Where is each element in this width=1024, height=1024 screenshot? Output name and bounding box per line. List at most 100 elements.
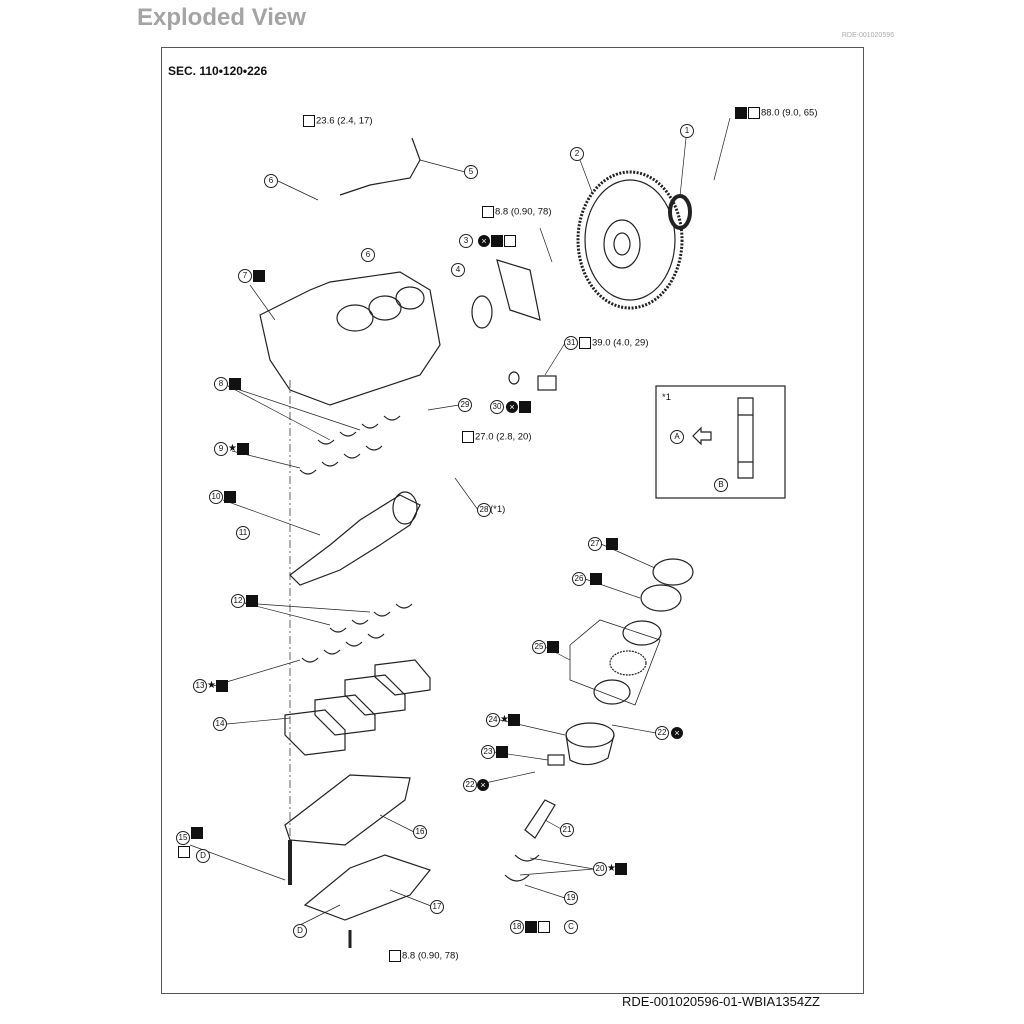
page-title: Exploded View [137,4,306,31]
callout-6: 6 [361,248,375,262]
callout-15: 15 [176,831,190,845]
lubricate-icon [191,827,203,839]
callout-16: 16 [413,825,427,839]
symbol-group [525,921,551,933]
callout-23: 23 [481,745,495,759]
star-icon: ★ [207,680,216,691]
symbol-group [496,746,509,758]
do-not-reuse-icon: × [506,401,518,413]
arrow-icon [692,426,712,446]
lubricate-icon [491,235,503,247]
reference-note: (*1) [490,504,506,515]
symbol-group [606,538,619,550]
lubricate-icon [606,538,618,550]
callout-28: 28 [477,503,491,517]
callout-5: 5 [464,165,478,179]
torque-spec: 23.6 (2.4, 17) [303,115,373,127]
callout-1: 1 [680,124,694,138]
symbol-group [191,827,204,839]
main-bearings [299,415,413,663]
torque-wrench-icon [748,107,760,119]
figure-id: RDE-001020596-01-WBIA1354ZZ [622,994,820,1009]
symbol-group [229,378,242,390]
torque-wrench-icon [482,206,494,218]
callout-25: 25 [532,640,546,654]
mark-c: C [564,920,578,934]
lubricate-icon [590,573,602,585]
callout-7: 7 [238,269,252,283]
oil-icon [735,107,747,119]
callout-11: 11 [236,526,250,540]
torque-wrench-icon [178,846,190,858]
lubricate-icon [508,714,520,726]
symbol-group [547,641,560,653]
callout-26: 26 [572,572,586,586]
piston [565,722,615,766]
do-not-reuse-icon: × [478,235,490,247]
main-bearing-caps [284,659,431,756]
callout-27: 27 [588,537,602,551]
torque-wrench-icon [462,431,474,443]
callout-12: 12 [231,594,245,608]
lubricate-icon [525,921,537,933]
symbol-group [216,680,229,692]
flywheel [576,170,684,310]
symbol-group [508,714,521,726]
torque-spec: 39.0 (4.0, 29) [579,337,649,349]
harness [339,137,421,196]
do-not-reuse-icon: × [671,727,683,739]
star-icon: ★ [228,443,237,454]
mark-d: D [293,924,307,938]
lubricate-icon [547,641,559,653]
inset-box [655,385,786,499]
lubricate-icon [246,595,258,607]
symbol-group: × [478,235,517,247]
do-not-reuse-icon: × [477,779,489,791]
symbol-group [253,270,266,282]
lubricate-icon [216,680,228,692]
callout-3: 3 [459,234,473,248]
torque-spec: 27.0 (2.8, 20) [462,431,532,443]
torque-wrench-icon [579,337,591,349]
callout-20: 20 [593,862,607,876]
star-icon: ★ [607,863,616,874]
crankshaft [289,491,421,586]
symbol-group: × [477,779,490,791]
symbol-group: × [671,727,684,739]
callout-6: 6 [264,174,278,188]
callout-14: 14 [213,717,227,731]
mark-b: B [714,478,728,492]
lubricate-icon [496,746,508,758]
callout-9: 9 [214,442,228,456]
callout-30: 30 [490,400,504,414]
callout-24: 24 [486,713,500,727]
torque-spec: 8.8 (0.90, 78) [482,206,552,218]
torque-spec: 8.8 (0.90, 78) [389,950,459,962]
callout-18: 18 [510,920,524,934]
callout-10: 10 [209,490,223,504]
callout-31: 31 [564,336,578,350]
callout-4: 4 [451,263,465,277]
inset-label: *1 [662,392,671,403]
star-icon: ★ [500,714,509,725]
o-ring [471,295,493,329]
callout-21: 21 [560,823,574,837]
callout-8: 8 [214,377,228,391]
lubricate-icon [253,270,265,282]
piston-pin [547,754,565,766]
callout-2: 2 [570,147,584,161]
plug [537,375,557,391]
lubricate-icon [229,378,241,390]
symbol-group [224,491,237,503]
callout-13: 13 [193,679,207,693]
torque-wrench-icon [538,921,550,933]
lubricate-icon [224,491,236,503]
connecting-rod [524,799,556,839]
lower-cylinder-block [284,774,411,846]
callout-22: 22 [463,778,477,792]
torque-wrench-icon [303,115,315,127]
mark-a: A [670,430,684,444]
mark-d: D [196,849,210,863]
callout-29: 29 [458,398,472,412]
